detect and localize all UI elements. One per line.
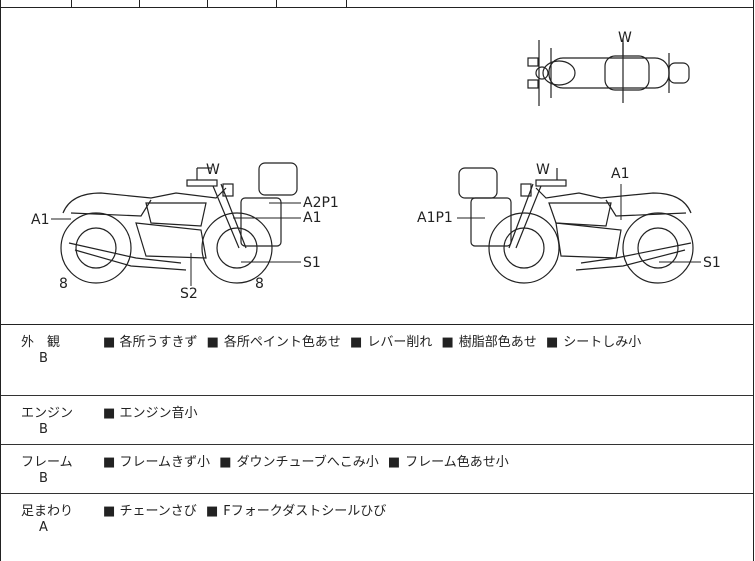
right-w-label: W bbox=[536, 162, 550, 178]
inspection-row-frame: フレーム B ■ フレームきず小 ■ダウンチューブへこみ小 ■フレーム色あせ小 bbox=[1, 445, 753, 494]
note-item: レバー削れ bbox=[367, 335, 433, 350]
left-8-label: 8 bbox=[59, 276, 68, 292]
right-a1p1-label: A1P1 bbox=[417, 210, 453, 226]
category-label: エンジン bbox=[21, 406, 74, 421]
notes-list: ■ チェーンさび ■Fフォークダストシールひび bbox=[103, 504, 387, 519]
inspection-row-suspension: 足まわり A ■ チェーンさび ■Fフォークダストシールひび bbox=[1, 494, 753, 561]
note-item: 樹脂部色あせ bbox=[458, 335, 537, 350]
note-item: Fフォークダストシールひび bbox=[223, 504, 387, 519]
note-item: エンジン音小 bbox=[119, 406, 198, 421]
note-item: チェーンさび bbox=[119, 504, 197, 519]
left-w-label: W bbox=[206, 162, 220, 178]
right-a1-label: A1 bbox=[611, 166, 629, 182]
left-side-motorcycle bbox=[60, 162, 298, 284]
left-a1-front-label: A1 bbox=[31, 212, 49, 228]
left-s2-label: S2 bbox=[180, 286, 198, 302]
category-label: 足まわり bbox=[21, 504, 74, 519]
damage-diagram: W bbox=[1, 8, 753, 325]
notes-list: ■ フレームきず小 ■ダウンチューブへこみ小 ■フレーム色あせ小 bbox=[103, 455, 509, 470]
top-view-motorcycle bbox=[527, 38, 690, 106]
left-a1-label: A1 bbox=[303, 210, 321, 226]
inspection-row-engine: エンジン B ■ エンジン音小 bbox=[1, 396, 753, 445]
note-item: ダウンチューブへこみ小 bbox=[236, 455, 379, 470]
grade-label: A bbox=[39, 520, 48, 535]
left-8-right-label: 8 bbox=[255, 276, 264, 292]
notes-list: ■ 各所うすきず ■各所ペイント色あせ ■レバー削れ ■樹脂部色あせ ■シートし… bbox=[103, 335, 642, 350]
category-label: フレーム bbox=[21, 455, 73, 470]
category-label: 外 観 bbox=[21, 335, 61, 350]
note-item: シートしみ小 bbox=[563, 335, 642, 350]
grade-label: B bbox=[39, 471, 48, 486]
inspection-row-exterior: 外 観 B ■ 各所うすきず ■各所ペイント色あせ ■レバー削れ ■樹脂部色あせ… bbox=[1, 325, 753, 396]
left-s1-label: S1 bbox=[303, 255, 321, 271]
note-item: 各所ペイント色あせ bbox=[223, 335, 341, 350]
header-row-remnant bbox=[1, 0, 753, 8]
left-a2p1-label: A2P1 bbox=[303, 195, 339, 211]
note-item: 各所うすきず bbox=[119, 335, 198, 350]
notes-list: ■ エンジン音小 bbox=[103, 406, 198, 421]
right-side-motorcycle bbox=[458, 167, 694, 284]
note-item: フレームきず小 bbox=[119, 455, 211, 470]
grade-label: B bbox=[39, 351, 48, 366]
right-s1-label: S1 bbox=[703, 255, 721, 271]
note-item: フレーム色あせ小 bbox=[405, 455, 509, 470]
grade-label: B bbox=[39, 422, 48, 437]
top-w-label: W bbox=[618, 30, 632, 46]
